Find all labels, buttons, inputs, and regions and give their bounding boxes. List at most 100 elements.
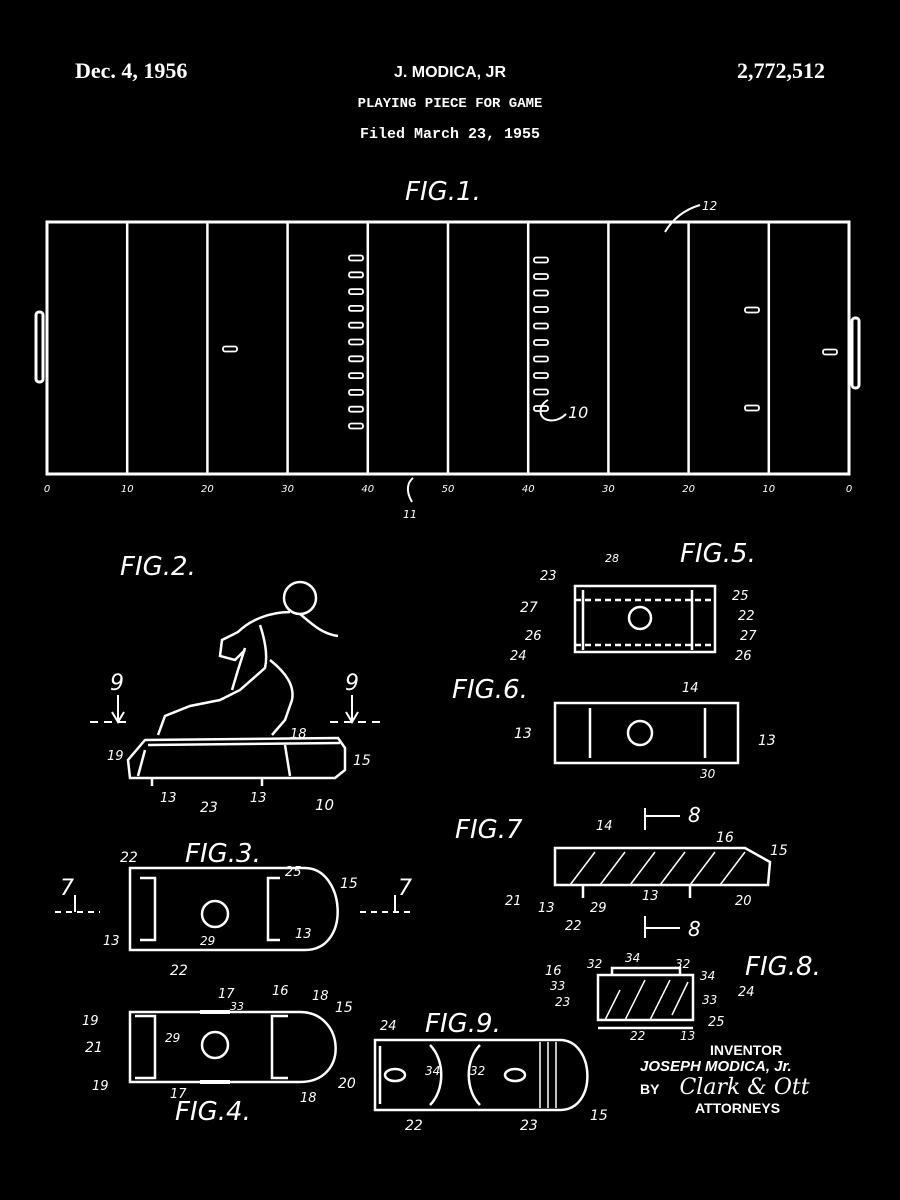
ref-17-fig4b: 17 (170, 1087, 187, 1102)
fig5-label: FIG.5. (680, 539, 756, 569)
inventor-name: JOSEPH MODICA, Jr. (640, 1058, 792, 1075)
fig8-cross-section (596, 966, 695, 1030)
playing-piece (348, 304, 364, 312)
playing-piece (348, 405, 364, 413)
fig2-player-on-base (126, 580, 347, 786)
yard-label: 10 (121, 484, 134, 495)
playing-piece (348, 422, 364, 430)
inventor-label: INVENTOR (710, 1042, 783, 1058)
fig1-label: FIG.1. (405, 177, 481, 207)
fig3-base-top-view (128, 866, 339, 952)
ref-19-fig4b: 19 (92, 1079, 109, 1094)
ref-13-fig7b: 13 (642, 889, 659, 904)
ref-25-fig3: 25 (285, 865, 302, 880)
playing-piece (533, 372, 549, 379)
attorneys-label: ATTORNEYS (695, 1100, 781, 1116)
ref-24-fig9: 24 (380, 1019, 397, 1034)
ref-22-fig8: 22 (630, 1029, 645, 1043)
ref-15-fig2: 15 (353, 753, 371, 769)
playing-piece (348, 254, 364, 262)
ref-18-fig2: 18 (290, 727, 307, 742)
ref-22-fig7: 22 (565, 919, 582, 934)
ref-20-fig7: 20 (735, 894, 752, 909)
playing-piece (744, 306, 760, 314)
ref-8-top: 8 (688, 803, 701, 827)
yard-label: 30 (602, 484, 615, 495)
ref-15-fig7: 15 (770, 843, 788, 859)
ref-32-fig8b: 32 (675, 957, 690, 971)
ref-34-fig8a: 34 (625, 951, 640, 965)
yard-label: 20 (201, 484, 214, 495)
ref-23-fig2: 23 (200, 800, 218, 816)
ref-12: 12 (702, 199, 717, 213)
ref-25-fig8: 25 (708, 1015, 725, 1030)
patent-title: PLAYING PIECE FOR GAME (357, 96, 543, 112)
ref-26-fig5b: 26 (735, 649, 752, 664)
ref-7-right: 7 (398, 876, 412, 901)
yard-label: 50 (442, 484, 455, 495)
ref-9-left: 9 (110, 671, 124, 696)
ref-32-fig8a: 32 (587, 957, 602, 971)
ref-24-fig5: 24 (510, 649, 527, 664)
ref-14-fig6: 14 (682, 681, 699, 696)
attorney-signature: Clark & Ott (679, 1075, 810, 1100)
ref-11: 11 (403, 508, 417, 521)
ref-16-fig4: 16 (272, 984, 289, 999)
ref-23-fig5: 23 (540, 569, 557, 584)
yard-label: 0 (44, 484, 50, 495)
ref-21-fig4: 21 (85, 1040, 103, 1056)
fig4-label: FIG.4. (175, 1097, 251, 1127)
patent-date: Dec. 4, 1956 (75, 58, 188, 83)
playing-piece (348, 338, 364, 346)
ref-34-fig9: 34 (425, 1064, 440, 1078)
fig6-insert-plan (553, 701, 740, 765)
yard-lines (125, 222, 771, 474)
ref-19-fig2: 19 (107, 749, 124, 764)
fig6-label: FIG.6. (452, 675, 528, 705)
goal-post-right (850, 316, 861, 390)
inventor-header: J. MODICA, JR (393, 64, 506, 81)
fig3-label: FIG.3. (185, 839, 261, 869)
ref-33-fig4: 33 (230, 1000, 244, 1013)
ref-33-fig8a: 33 (550, 979, 565, 993)
filed-date: Filed March 23, 1955 (359, 126, 541, 143)
ref-13-fig3a: 13 (103, 934, 120, 949)
fig5-insert-view (573, 584, 717, 654)
ref-9-right: 9 (345, 671, 359, 696)
ref-29-fig4: 29 (165, 1031, 180, 1045)
playing-piece (533, 273, 549, 280)
ref-34-fig8b: 34 (700, 969, 715, 983)
ref-13-fig6a: 13 (514, 726, 532, 742)
ref-15-fig4: 15 (335, 1000, 353, 1016)
patent-number: 2,772,512 (737, 58, 825, 83)
fig2-label: FIG.2. (120, 552, 196, 582)
ref-13-fig3b: 13 (295, 927, 312, 942)
playing-pieces-on-field (222, 254, 838, 430)
playing-piece (348, 321, 364, 329)
playing-piece (533, 256, 549, 264)
by-label: BY (640, 1081, 660, 1097)
yard-label: 10 (762, 484, 775, 495)
yard-label: 20 (682, 484, 695, 495)
ref-18-fig4a: 18 (312, 989, 329, 1004)
ref-17-fig4a: 17 (218, 987, 235, 1002)
ref-23-fig9: 23 (520, 1118, 538, 1134)
fig4-base-bottom-view (128, 1010, 337, 1084)
ref-8-bottom: 8 (688, 917, 701, 941)
ref-24-fig8: 24 (738, 985, 755, 1000)
ref-28: 28 (605, 552, 619, 565)
ref-13-fig6b: 13 (758, 733, 776, 749)
playing-piece (822, 348, 838, 356)
playing-piece (744, 404, 760, 412)
ref-20-fig4: 20 (338, 1076, 356, 1092)
yard-label: 0 (846, 484, 852, 495)
fig9-insert-bottom (373, 1038, 589, 1112)
playing-piece (533, 289, 549, 297)
fig7-section-view (553, 846, 772, 898)
ref-29-fig7: 29 (590, 901, 607, 916)
ref-27-fig5b: 27 (740, 629, 757, 644)
ref-10-fig1: 10 (568, 403, 588, 422)
ref-16-fig7: 16 (716, 830, 734, 846)
